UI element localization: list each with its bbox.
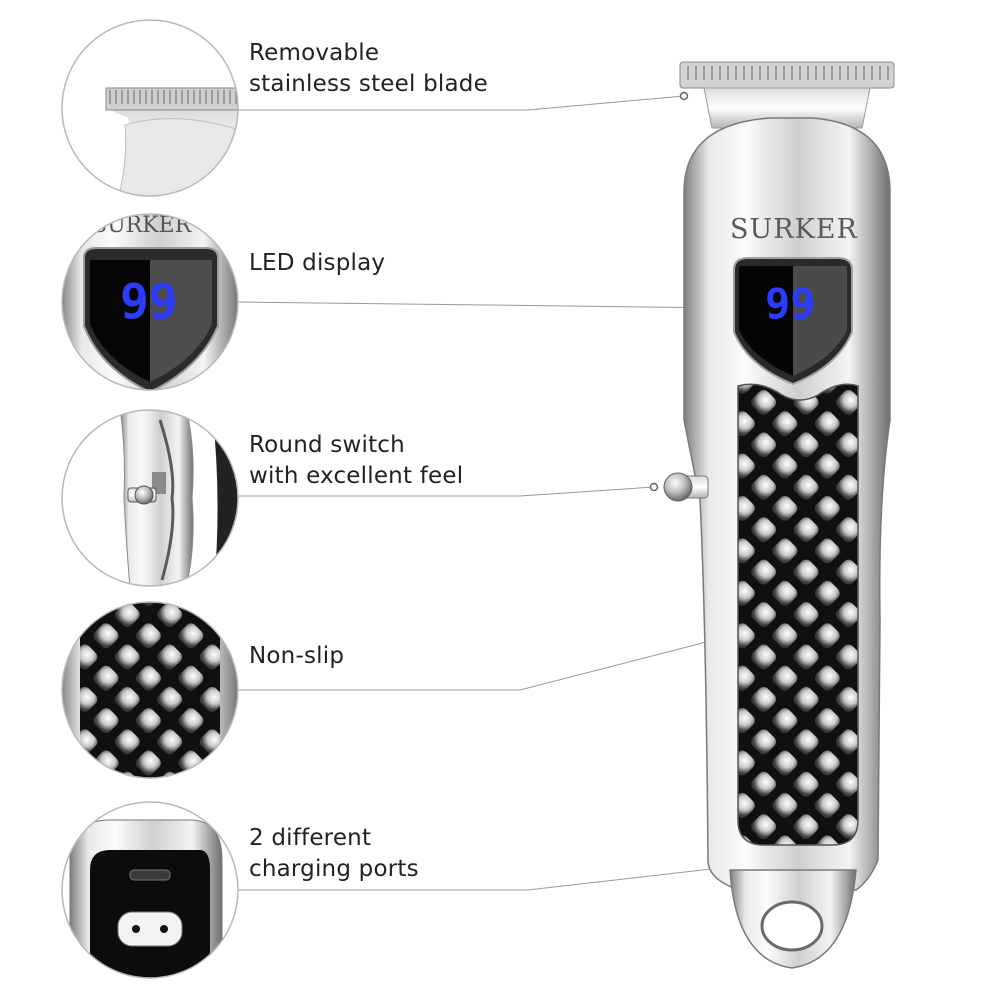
feature-label-ports: 2 different charging ports [249, 823, 419, 885]
feature-blade-line-2: stainless steel blade [249, 71, 488, 97]
feature-label-grip: Non-slip [249, 641, 344, 672]
feature-switch-line-1: Round switch [249, 432, 405, 458]
zoom-circle-blade [61, 19, 239, 197]
zoom-circle-grip [61, 601, 239, 779]
zoom-circle-display: SURKER 99 [61, 213, 239, 391]
zoom-led-digits: 99 [120, 274, 178, 330]
trimmer-grip [738, 384, 858, 845]
feature-display-line-1: LED display [249, 250, 386, 276]
trimmer-body: SURKER 99 [663, 61, 895, 969]
feature-switch-line-2: with excellent feel [249, 463, 464, 489]
zoom-circle-ports [61, 801, 239, 979]
leader-lines [237, 95, 738, 891]
leader-line-blade [238, 95, 685, 111]
leader-line-grip [238, 637, 723, 691]
zoom-circle-switch [61, 409, 239, 587]
trimmer-led-digits: 99 [765, 279, 816, 328]
trimmer-brand-logo: SURKER [730, 214, 858, 245]
feature-ports-line-1: 2 different [249, 825, 372, 851]
feature-blade-line-1: Removable [249, 40, 380, 66]
trimmer-round-switch [663, 472, 709, 502]
feature-grip-line-1: Non-slip [249, 643, 345, 669]
feature-label-display: LED display [249, 248, 385, 279]
feature-ports-line-2: charging ports [249, 856, 419, 882]
leader-line-display [237, 301, 731, 309]
feature-label-switch: Round switch with excellent feel [249, 430, 463, 492]
leader-line-ports [238, 865, 738, 891]
feature-label-blade: Removable stainless steel blade [249, 38, 488, 100]
leader-line-switch [238, 486, 655, 497]
